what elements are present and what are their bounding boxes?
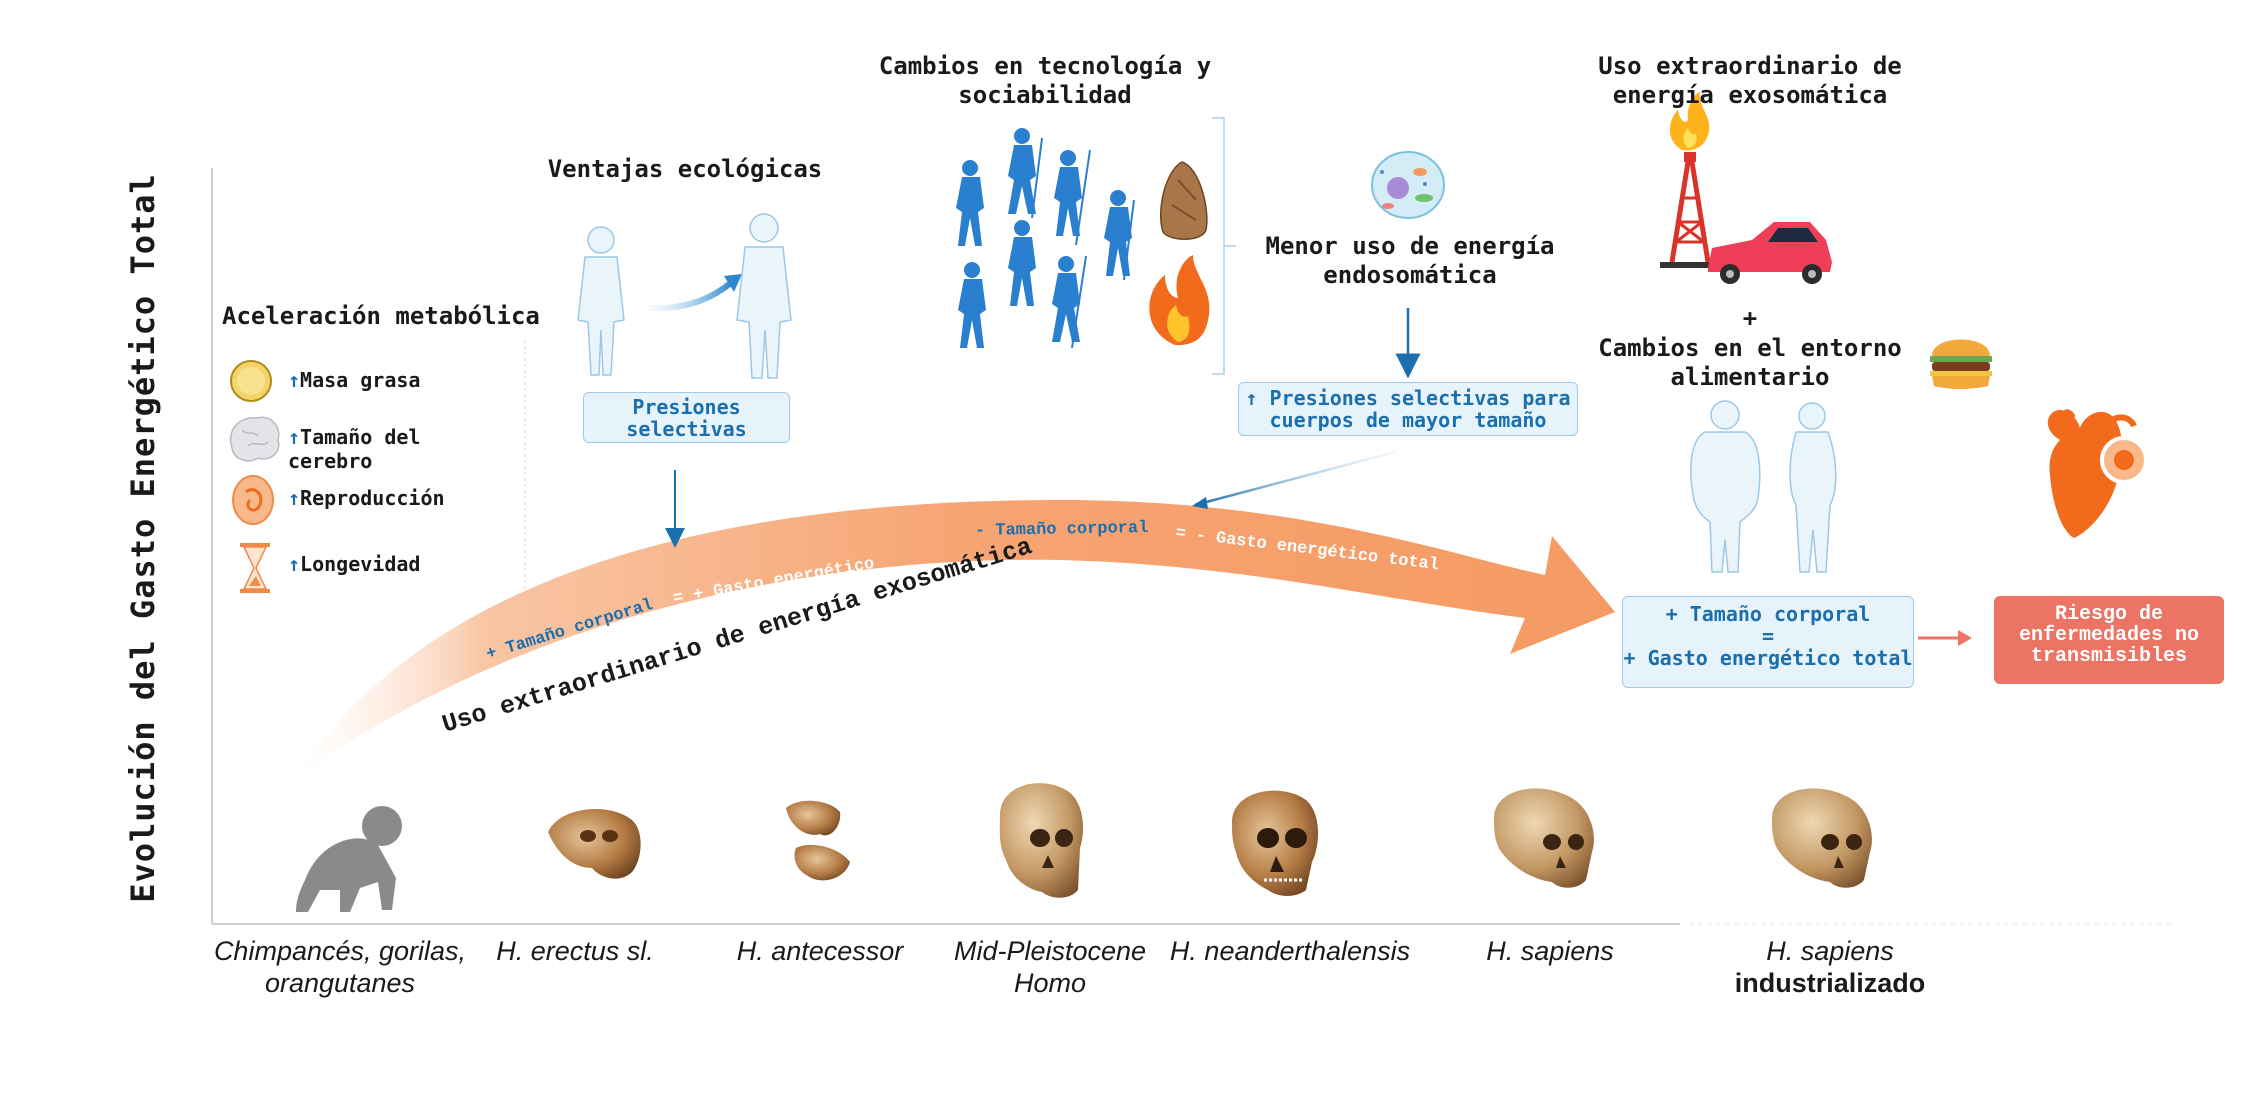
species-label-h-sapiens: H. sapiens: [1486, 936, 1614, 966]
ecological-title: Ventajas ecológicas: [547, 155, 823, 183]
legend-label: Masa grasa: [300, 368, 421, 392]
body-outline-thin-icon: [1789, 402, 1837, 573]
legend-label: Longevidad: [300, 552, 421, 576]
endo-title: Menor uso de energía endosomática: [1265, 232, 1555, 289]
endo-pressure-box: ↑ Presiones selectivas para cuerpos de m…: [1238, 382, 1578, 436]
tech-bracket: [1212, 117, 1225, 375]
ecological-pressure-box: Presiones selectivas: [583, 392, 790, 443]
species-label-industrial-bold: industrializado: [1734, 968, 1926, 998]
burger-icon: [1930, 339, 1992, 389]
skull-h-antecessor-icon: [786, 800, 850, 881]
species-label-h-erectus: H. erectus sl.: [496, 936, 654, 966]
food-environment-title: Cambios en el entorno alimentario: [1598, 334, 1902, 391]
tech-title: Cambios en tecnología y sociabilidad: [878, 52, 1212, 109]
ecological-curve-arrow: [647, 279, 734, 312]
skull-h-sapiens-icon: [1494, 788, 1594, 888]
skull-h-erectus-icon: [548, 808, 641, 879]
skull-neanderthalensis-icon: [1232, 790, 1319, 896]
embryo-icon: [232, 475, 274, 525]
legend-label: Reproducción: [300, 486, 445, 510]
stone-tool-icon: [1160, 161, 1208, 240]
legend-item-longevity: ↑Longevidad: [288, 552, 420, 576]
body-outline-obese-icon: [1690, 400, 1761, 573]
body-outline-large-icon: [736, 213, 792, 379]
chimpanzee-icon: [296, 806, 402, 912]
body-outline-small-icon: [577, 226, 625, 376]
endo-diagonal-arrow: [1194, 450, 1396, 507]
fat-cell-icon: [230, 360, 272, 402]
exo-title: Uso extraordinario de energía exosomátic…: [1598, 52, 1902, 109]
up-arrow-icon: ↑: [288, 425, 301, 449]
y-axis-label: Evolución del Gasto Energético Total: [124, 173, 162, 903]
species-label-industrial: H. sapiens industrializado: [1700, 935, 1960, 999]
legend-label: Tamaño del cerebro: [288, 425, 421, 473]
oil-derrick-icon: [1660, 92, 1720, 268]
car-icon: [1708, 222, 1832, 284]
hourglass-icon: [240, 543, 270, 593]
energy-trend-arrow: [285, 500, 1615, 786]
up-arrow-icon: ↑: [288, 486, 301, 510]
arrow-label-right-a: - Tamaño corporal: [975, 519, 1149, 541]
species-label-h-antecessor: H. antecessor: [736, 936, 904, 966]
brain-icon: [229, 416, 280, 462]
species-label-industrial-italic: H. sapiens: [1766, 936, 1894, 966]
result-line-3: + Gasto energético total: [1623, 646, 1913, 670]
up-arrow-icon: ↑: [288, 552, 301, 576]
skull-industrial-sapiens-icon: [1772, 788, 1872, 888]
risk-arrowhead: [1958, 630, 1972, 646]
skull-mid-pleistocene-icon: [999, 783, 1084, 898]
metabolic-title: Aceleración metabólica: [222, 302, 540, 330]
result-box: + Tamaño corporal = + Gasto energético t…: [1622, 596, 1914, 688]
result-line-2: =: [1761, 624, 1775, 648]
ecological-curve-arrowhead: [724, 274, 742, 292]
species-label-apes: Chimpancés, gorilas, orangutanes: [213, 936, 467, 998]
endo-diagonal-arrowhead: [1192, 497, 1208, 509]
cell-icon: [1371, 151, 1445, 219]
exo-plus: +: [1742, 304, 1758, 332]
legend-item-reproduction: ↑Reproducción: [288, 486, 445, 510]
species-label-neanderthalensis: H. neanderthalensis: [1169, 936, 1411, 966]
species-label-mid-pleistocene: Mid-Pleistocene Homo: [953, 936, 1147, 998]
result-line-1: + Tamaño corporal: [1665, 602, 1871, 626]
legend-item-fat: ↑Masa grasa: [288, 368, 420, 392]
up-arrow-icon: ↑: [288, 368, 301, 392]
heart-icon: [2047, 409, 2148, 538]
legend-item-brain: ↑Tamaño del cerebro: [288, 425, 448, 473]
fire-icon: [1149, 255, 1210, 346]
hominin-group-icon: [956, 128, 1135, 349]
ncd-risk-box: Riesgo de enfermedades no transmisibles: [1994, 596, 2224, 684]
